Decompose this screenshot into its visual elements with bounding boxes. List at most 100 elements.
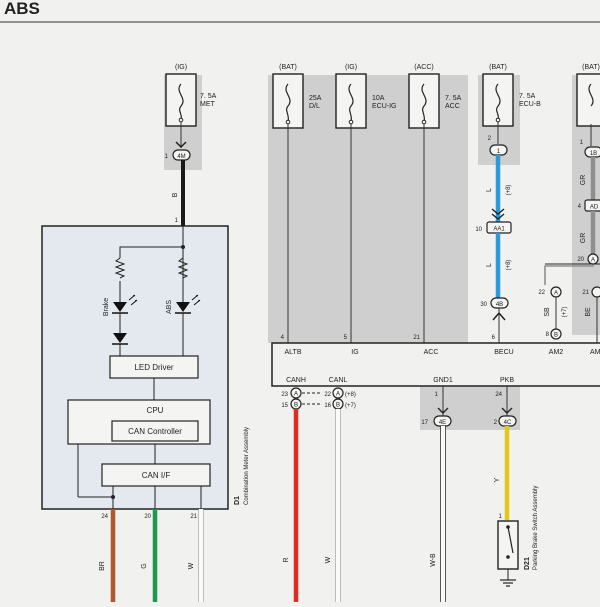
fuse-source-dl: (BAT) [279, 64, 297, 71]
pin-aa1-10: 10 [475, 227, 482, 233]
switch-lever-icon [507, 526, 514, 554]
label-brake-led: Brake [103, 298, 110, 316]
label-abs-led: ABS [166, 300, 173, 314]
pin-canl-16: 16 [324, 403, 331, 409]
wire-label-w2: W [188, 562, 195, 569]
fuse-name-ecu-b: ECU-B [519, 101, 541, 108]
switch-contact-bottom [506, 555, 510, 559]
ecu-pin-acc: ACC [424, 349, 439, 356]
fuse-rating-met: 7. 5A [200, 93, 217, 100]
connector-ad-label: AD [590, 205, 599, 211]
pin-meter-21: 21 [190, 514, 197, 520]
fuse-dl [272, 73, 304, 129]
pin-canh-15: 15 [281, 403, 288, 409]
pin-right-22: 22 [538, 290, 545, 296]
fuse-source-ecu-b: (BAT) [489, 64, 507, 71]
wire-label-y: Y [494, 477, 501, 482]
fuse-met [165, 73, 197, 127]
connector-canl-b-label: B [336, 403, 340, 409]
switch-code: D21 [524, 557, 531, 570]
can-controller-box [111, 420, 199, 442]
connector-4e-label: 4E [439, 420, 446, 426]
assembly-code: D1 [234, 496, 241, 505]
pin-meter-24: 24 [101, 514, 108, 520]
switch-name: Parking Brake Switch Assembly [533, 486, 539, 570]
pin-gnd1-1: 1 [435, 392, 439, 398]
fuse-right [576, 73, 600, 127]
fuse-ecu-b [482, 73, 514, 127]
ecu-pin-altb: ALTB [285, 349, 302, 356]
cpu-label: CPU [147, 406, 164, 415]
fuse-rating-ecu-ig: 10A [372, 95, 385, 102]
assembly-name: Combination Meter Assembly [244, 427, 250, 505]
wire-label-gr1: GR [580, 175, 587, 186]
pin-ad-4: 4 [578, 204, 582, 210]
resistor-brake [114, 257, 126, 279]
pin-ecu-b-2: 2 [488, 136, 492, 142]
pin-pkb-24: 24 [495, 392, 502, 398]
wire-label-sb: SB [544, 307, 551, 317]
wire-label-l2: L [486, 263, 493, 267]
ecu-pin-ig: IG [351, 349, 358, 356]
pin-right-21: 21 [582, 290, 589, 296]
pin-right-1: 1 [580, 140, 584, 146]
fuse-name-ecu-ig: ECU-IG [372, 103, 397, 110]
fuse-ecu-ig [335, 73, 367, 129]
connector-a1-label: A [591, 258, 595, 264]
fuse-acc [408, 73, 440, 129]
splice-arrow-icon [491, 208, 505, 220]
pin-4e-17: 17 [421, 420, 428, 426]
pin-4m: 1 [165, 154, 169, 160]
pin-4b-30: 30 [480, 302, 487, 308]
ecu-box [271, 342, 600, 387]
can-if-label: CAN I/F [142, 471, 171, 480]
connector-a3 [591, 286, 600, 298]
pin-switch-1: 1 [499, 514, 503, 520]
wire-label-be: BE [585, 307, 592, 317]
wire-label-g: G [141, 563, 148, 568]
connector-1b-label: 1B [590, 151, 597, 157]
fuse-rating-dl: 25A [309, 95, 322, 102]
int-wire-b [119, 246, 183, 258]
can-controller-label: CAN Controller [128, 427, 182, 436]
fuse-rating-acc: 7. 5A [445, 95, 462, 102]
led-driver-label: LED Driver [134, 363, 173, 372]
fuse-name-dl: D/L [309, 103, 320, 110]
wire-note-l1: (+8) [506, 185, 512, 196]
connector-4b-label: 4B [496, 302, 503, 308]
pin-ecu-21: 21 [413, 335, 420, 341]
fuse-source-acc: (ACC) [414, 64, 433, 71]
fuse-source-ecu-ig: (IG) [345, 64, 357, 71]
wire-label-b: B [172, 192, 179, 197]
arrow-gnd-icon [437, 407, 449, 414]
fuse-name-acc: ACC [445, 103, 460, 110]
connector-4m-label: 4M [177, 154, 185, 160]
connector-canh-a [290, 387, 302, 399]
wire-label-br: BR [99, 561, 106, 571]
connector-canh-b-label: B [294, 403, 298, 409]
wire-note-l2: (+8) [506, 260, 512, 271]
arrow-met [175, 141, 187, 149]
ecu-pin-canh: CANH [286, 377, 306, 384]
pin-4c-2: 2 [494, 420, 498, 426]
connector-b-label: B [554, 333, 558, 339]
connector-aa1-label: AA1 [493, 227, 505, 233]
pin-canl-22: 22 [324, 392, 331, 398]
fuse-source-right: (BAT) [582, 64, 600, 71]
connector-a2-label: A [554, 291, 558, 297]
ecu-pin-am2: AM2 [549, 349, 564, 356]
pin-meter-20: 20 [144, 514, 151, 520]
wire-label-l1: L [486, 188, 493, 192]
wire-note-sb: (+7) [562, 307, 568, 318]
wire-label-r: R [283, 557, 290, 562]
wire-label-gr2: GR [580, 233, 587, 244]
connector-canl-a [332, 387, 344, 399]
connector-canl-a-label: A [336, 392, 340, 398]
pin-right-20: 20 [577, 257, 584, 263]
connector-4c-label: 4C [504, 420, 512, 426]
can-note-b: (+7) [345, 403, 356, 409]
pin-meter-1: 1 [175, 218, 179, 224]
wire-branch [544, 264, 594, 285]
